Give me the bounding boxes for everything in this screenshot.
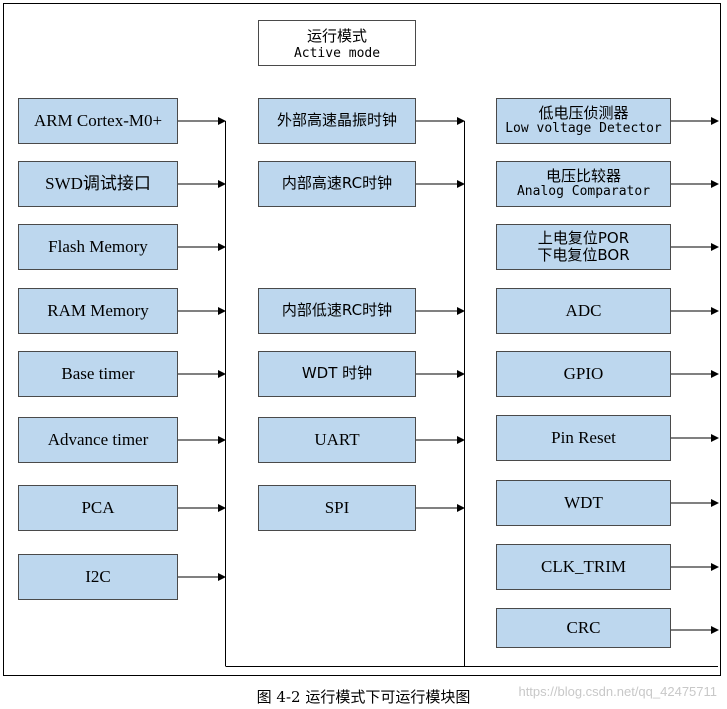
- box-label: RAM Memory: [47, 301, 149, 321]
- box-ram: RAM Memory: [18, 288, 178, 334]
- figure-caption: 图 4-2 运行模式下可运行模块图: [256, 688, 471, 706]
- box-por-bor: 上电复位POR 下电复位BOR: [496, 224, 671, 270]
- box-label: WDT: [564, 493, 603, 513]
- box-label: 内部高速RC时钟: [281, 174, 393, 193]
- box-label: Pin Reset: [551, 428, 616, 448]
- box-label: I2C: [85, 567, 111, 587]
- box-sublabel: Low voltage Detector: [505, 121, 662, 137]
- box-pin-reset: Pin Reset: [496, 415, 671, 461]
- box-pca: PCA: [18, 485, 178, 531]
- box-label: UART: [314, 430, 360, 450]
- box-int-ls-rc: 内部低速RC时钟: [258, 288, 416, 334]
- box-clk-trim: CLK_TRIM: [496, 544, 671, 590]
- box-i2c: I2C: [18, 554, 178, 600]
- box-label: SPI: [324, 498, 350, 518]
- watermark: https://blog.csdn.net/qq_42475711: [518, 684, 717, 699]
- box-flash: Flash Memory: [18, 224, 178, 270]
- diagram-frame: [3, 3, 721, 676]
- box-label: Flash Memory: [48, 237, 148, 257]
- box-label: WDT 时钟: [301, 364, 373, 383]
- title-box: 运行模式 Active mode: [258, 20, 416, 66]
- title-cn: 运行模式: [306, 27, 367, 45]
- box-advance-timer: Advance timer: [18, 417, 178, 463]
- box-int-hs-rc: 内部高速RC时钟: [258, 161, 416, 207]
- box-label: CLK_TRIM: [541, 557, 626, 577]
- box-label: Advance timer: [47, 430, 149, 450]
- title-en: Active mode: [293, 46, 381, 61]
- box-label: CRC: [566, 618, 601, 638]
- box-wdt: WDT: [496, 480, 671, 526]
- box-gpio: GPIO: [496, 351, 671, 397]
- box-label: 内部低速RC时钟: [281, 301, 393, 320]
- box-label: GPIO: [563, 364, 604, 384]
- box-label: PCA: [81, 498, 115, 518]
- box-label: 低电压侦测器: [538, 103, 629, 122]
- box-crc: CRC: [496, 608, 671, 648]
- box-label: 电压比较器: [545, 166, 621, 185]
- box-spi: SPI: [258, 485, 416, 531]
- box-label: SWD调试接口: [45, 174, 151, 194]
- box-ext-hs-osc: 外部高速晶振时钟: [258, 98, 416, 144]
- box-uart: UART: [258, 417, 416, 463]
- box-wdt-clock: WDT 时钟: [258, 351, 416, 397]
- box-label: Base timer: [61, 364, 135, 384]
- box-adc: ADC: [496, 288, 671, 334]
- box-sublabel: 下电复位BOR: [537, 246, 630, 264]
- box-lvd: 低电压侦测器 Low voltage Detector: [496, 98, 671, 144]
- box-swd: SWD调试接口: [18, 161, 178, 207]
- box-label: ARM Cortex-M0+: [33, 111, 163, 131]
- box-analog-comparator: 电压比较器 Analog Comparator: [496, 161, 671, 207]
- box-label: 上电复位POR: [537, 228, 630, 247]
- box-label: 外部高速晶振时钟: [276, 111, 397, 130]
- box-arm-cortex: ARM Cortex-M0+: [18, 98, 178, 144]
- box-sublabel: Analog Comparator: [516, 184, 651, 200]
- box-base-timer: Base timer: [18, 351, 178, 397]
- box-label: ADC: [565, 301, 602, 321]
